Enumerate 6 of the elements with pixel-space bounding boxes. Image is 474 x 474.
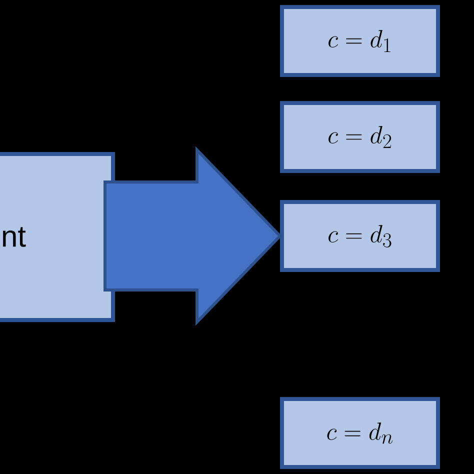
- formula-box: $c = d_n$: [280, 397, 440, 469]
- formula-box: $c = d_2$: [280, 101, 440, 173]
- block-arrow: [104, 146, 282, 326]
- formula-box: $c = d_3$: [280, 200, 440, 272]
- formula-box: $c = d_1$: [280, 5, 440, 77]
- text-box: nt: [0, 152, 115, 322]
